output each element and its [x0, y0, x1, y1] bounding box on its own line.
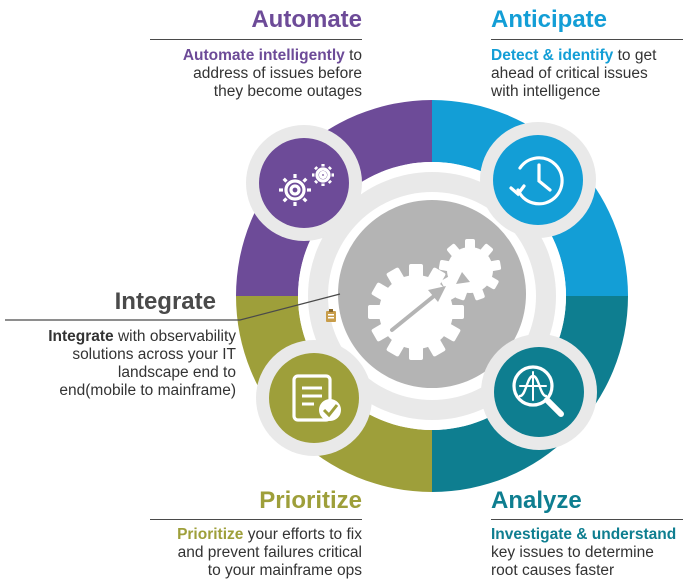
automate-description: Automate intelligently to address of iss… [100, 47, 362, 101]
automate-icon-circle [259, 138, 349, 228]
analyze-title: Analyze [491, 487, 582, 514]
integration-arrows [390, 250, 490, 332]
integrate-desc-line3: landscape end to [117, 364, 236, 381]
clipboard-icon [326, 309, 336, 322]
integrate-description: Integrate with observability solutions a… [4, 328, 236, 400]
anticipate-desc-bold: Detect & identify [491, 47, 614, 64]
checklist-icon [292, 374, 341, 422]
automate-title: Automate [251, 6, 362, 33]
integrate-desc-bold: Integrate [48, 328, 114, 345]
anticipate-title: Anticipate [491, 6, 608, 33]
integrate-leader-line [5, 293, 341, 321]
automate-desc-line3: they become outages [213, 83, 362, 100]
integrate-title: Integrate [114, 288, 216, 315]
prioritize-icon-circle [269, 353, 359, 443]
anticipate-desc-line3: with intelligence [491, 83, 601, 100]
history-clock-icon [509, 156, 564, 206]
analyze-rule [491, 519, 683, 520]
automate-desc-line2: address of issues before [193, 65, 362, 82]
integrate-desc-line4: end(mobile to mainframe) [59, 382, 236, 399]
automate-desc-bold: Automate intelligently [182, 47, 345, 64]
prioritize-desc-line2: and prevent failures critical [177, 544, 362, 561]
prioritize-desc-bold: Prioritize [177, 526, 244, 543]
anticipate-desc-line2: ahead of critical issues [491, 65, 648, 82]
gears-icon [279, 164, 334, 206]
anticipate-desc-line1: to get [613, 47, 657, 64]
prioritize-title: Prioritize [259, 487, 362, 514]
magnifier-chart-icon [512, 365, 564, 417]
integrate-desc-line1: with observability [113, 328, 236, 345]
anticipate-description: Detect & identify to get ahead of critic… [491, 47, 696, 101]
integrate-desc-line2: solutions across your IT [72, 346, 236, 363]
automate-rule [150, 39, 362, 40]
prioritize-description: Prioritize your efforts to fix and preve… [100, 526, 362, 580]
analyze-desc-bold: Investigate & understand [491, 526, 677, 543]
analyze-desc-line3: root causes faster [491, 562, 615, 579]
prioritize-desc-line1: your efforts to fix [243, 526, 362, 543]
automate-desc-line1: to [344, 47, 362, 64]
anticipate-rule [491, 39, 683, 40]
prioritize-rule [150, 519, 362, 520]
analyze-description: Investigate & understand key issues to d… [491, 526, 700, 580]
analyze-desc-line2: key issues to determine [491, 544, 654, 561]
analyze-icon-circle [494, 347, 584, 437]
prioritize-desc-line3: to your mainframe ops [207, 562, 362, 579]
